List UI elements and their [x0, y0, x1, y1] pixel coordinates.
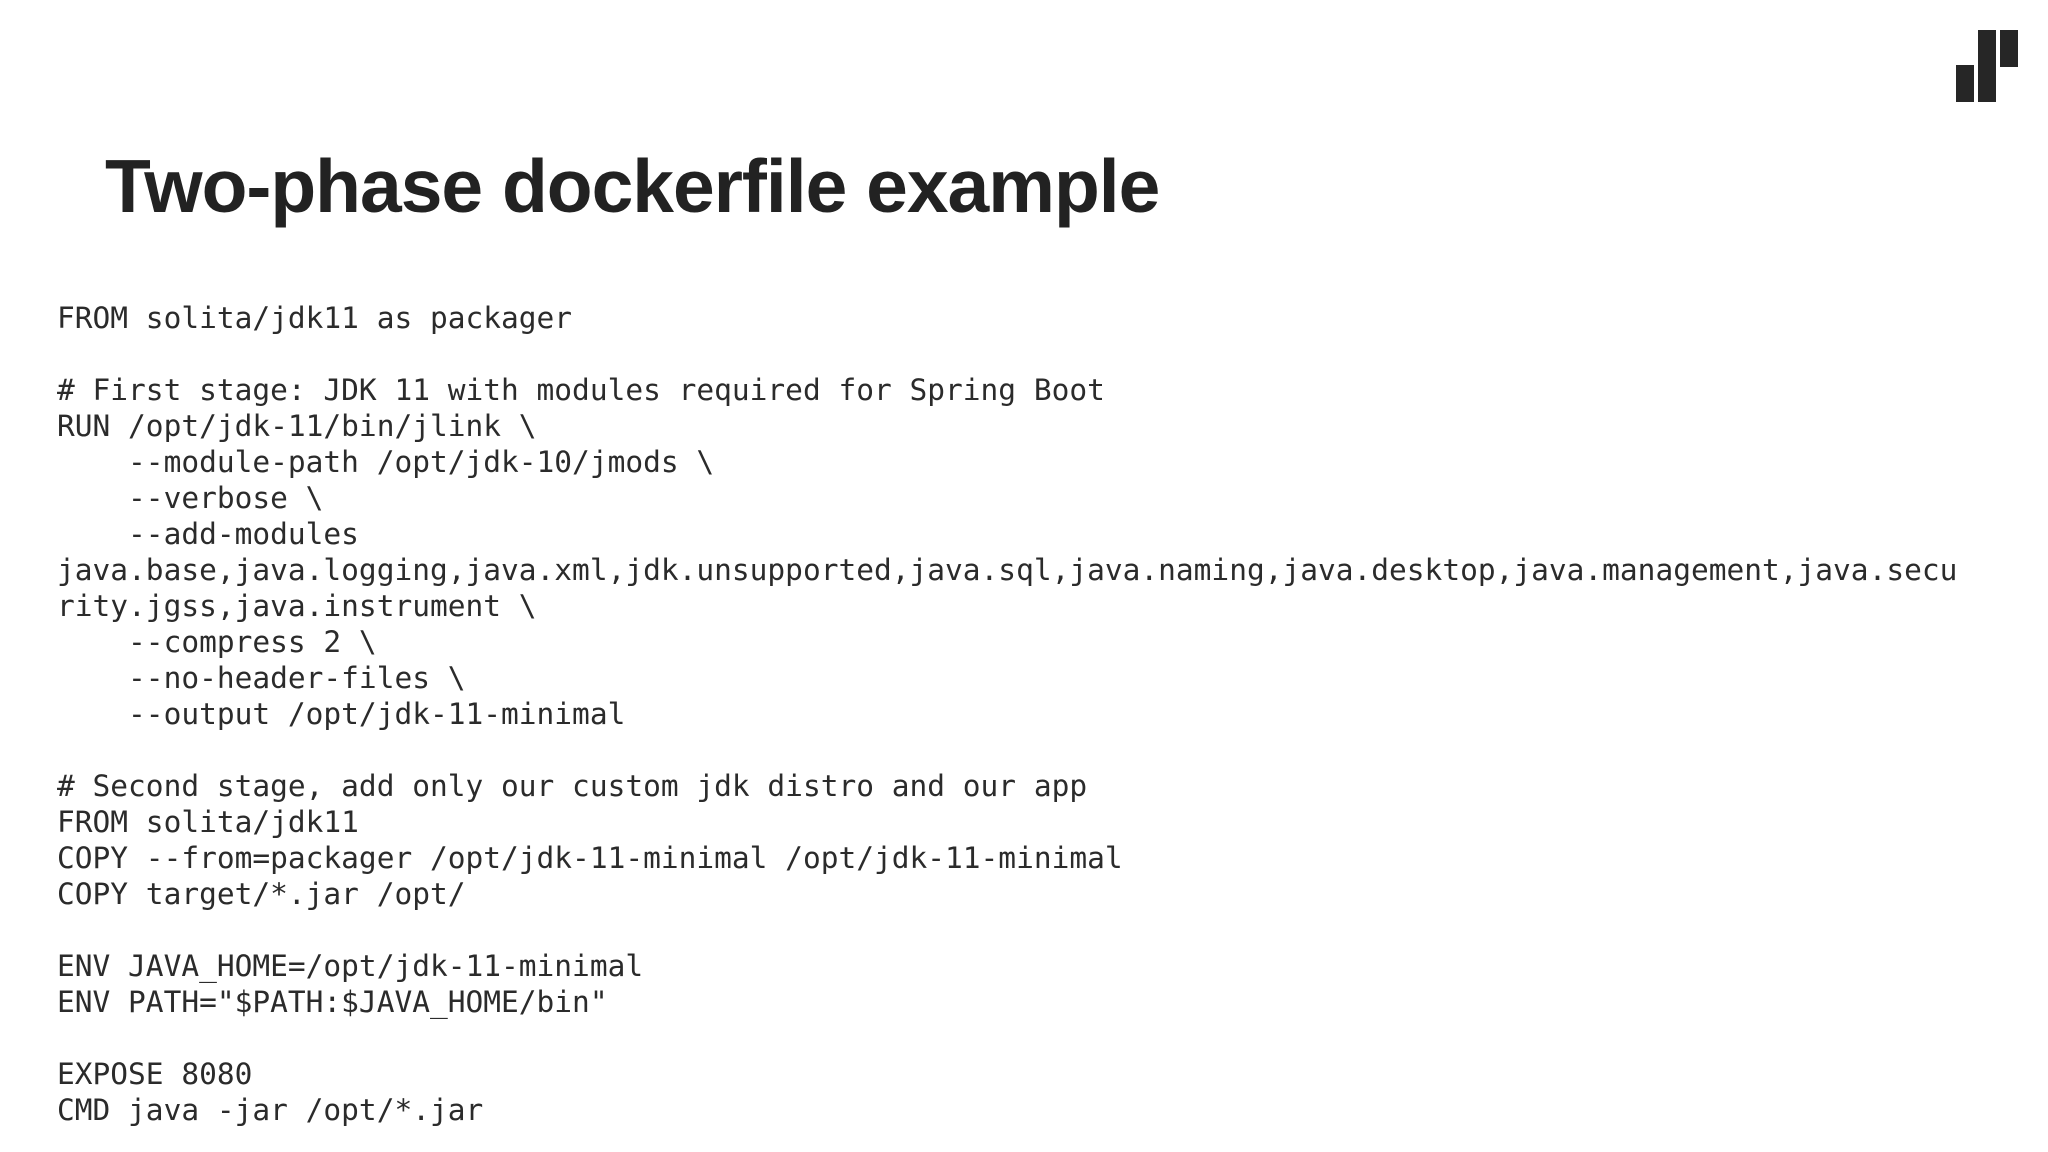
page-title: Two-phase dockerfile example: [105, 144, 1160, 228]
logo-bar-right: [2000, 30, 2018, 67]
solita-logo: [1956, 30, 2018, 102]
logo-bar-left: [1956, 65, 1974, 102]
logo-bar-middle: [1978, 30, 1996, 102]
dockerfile-code-block: FROM solita/jdk11 as packager # First st…: [57, 301, 1958, 1127]
